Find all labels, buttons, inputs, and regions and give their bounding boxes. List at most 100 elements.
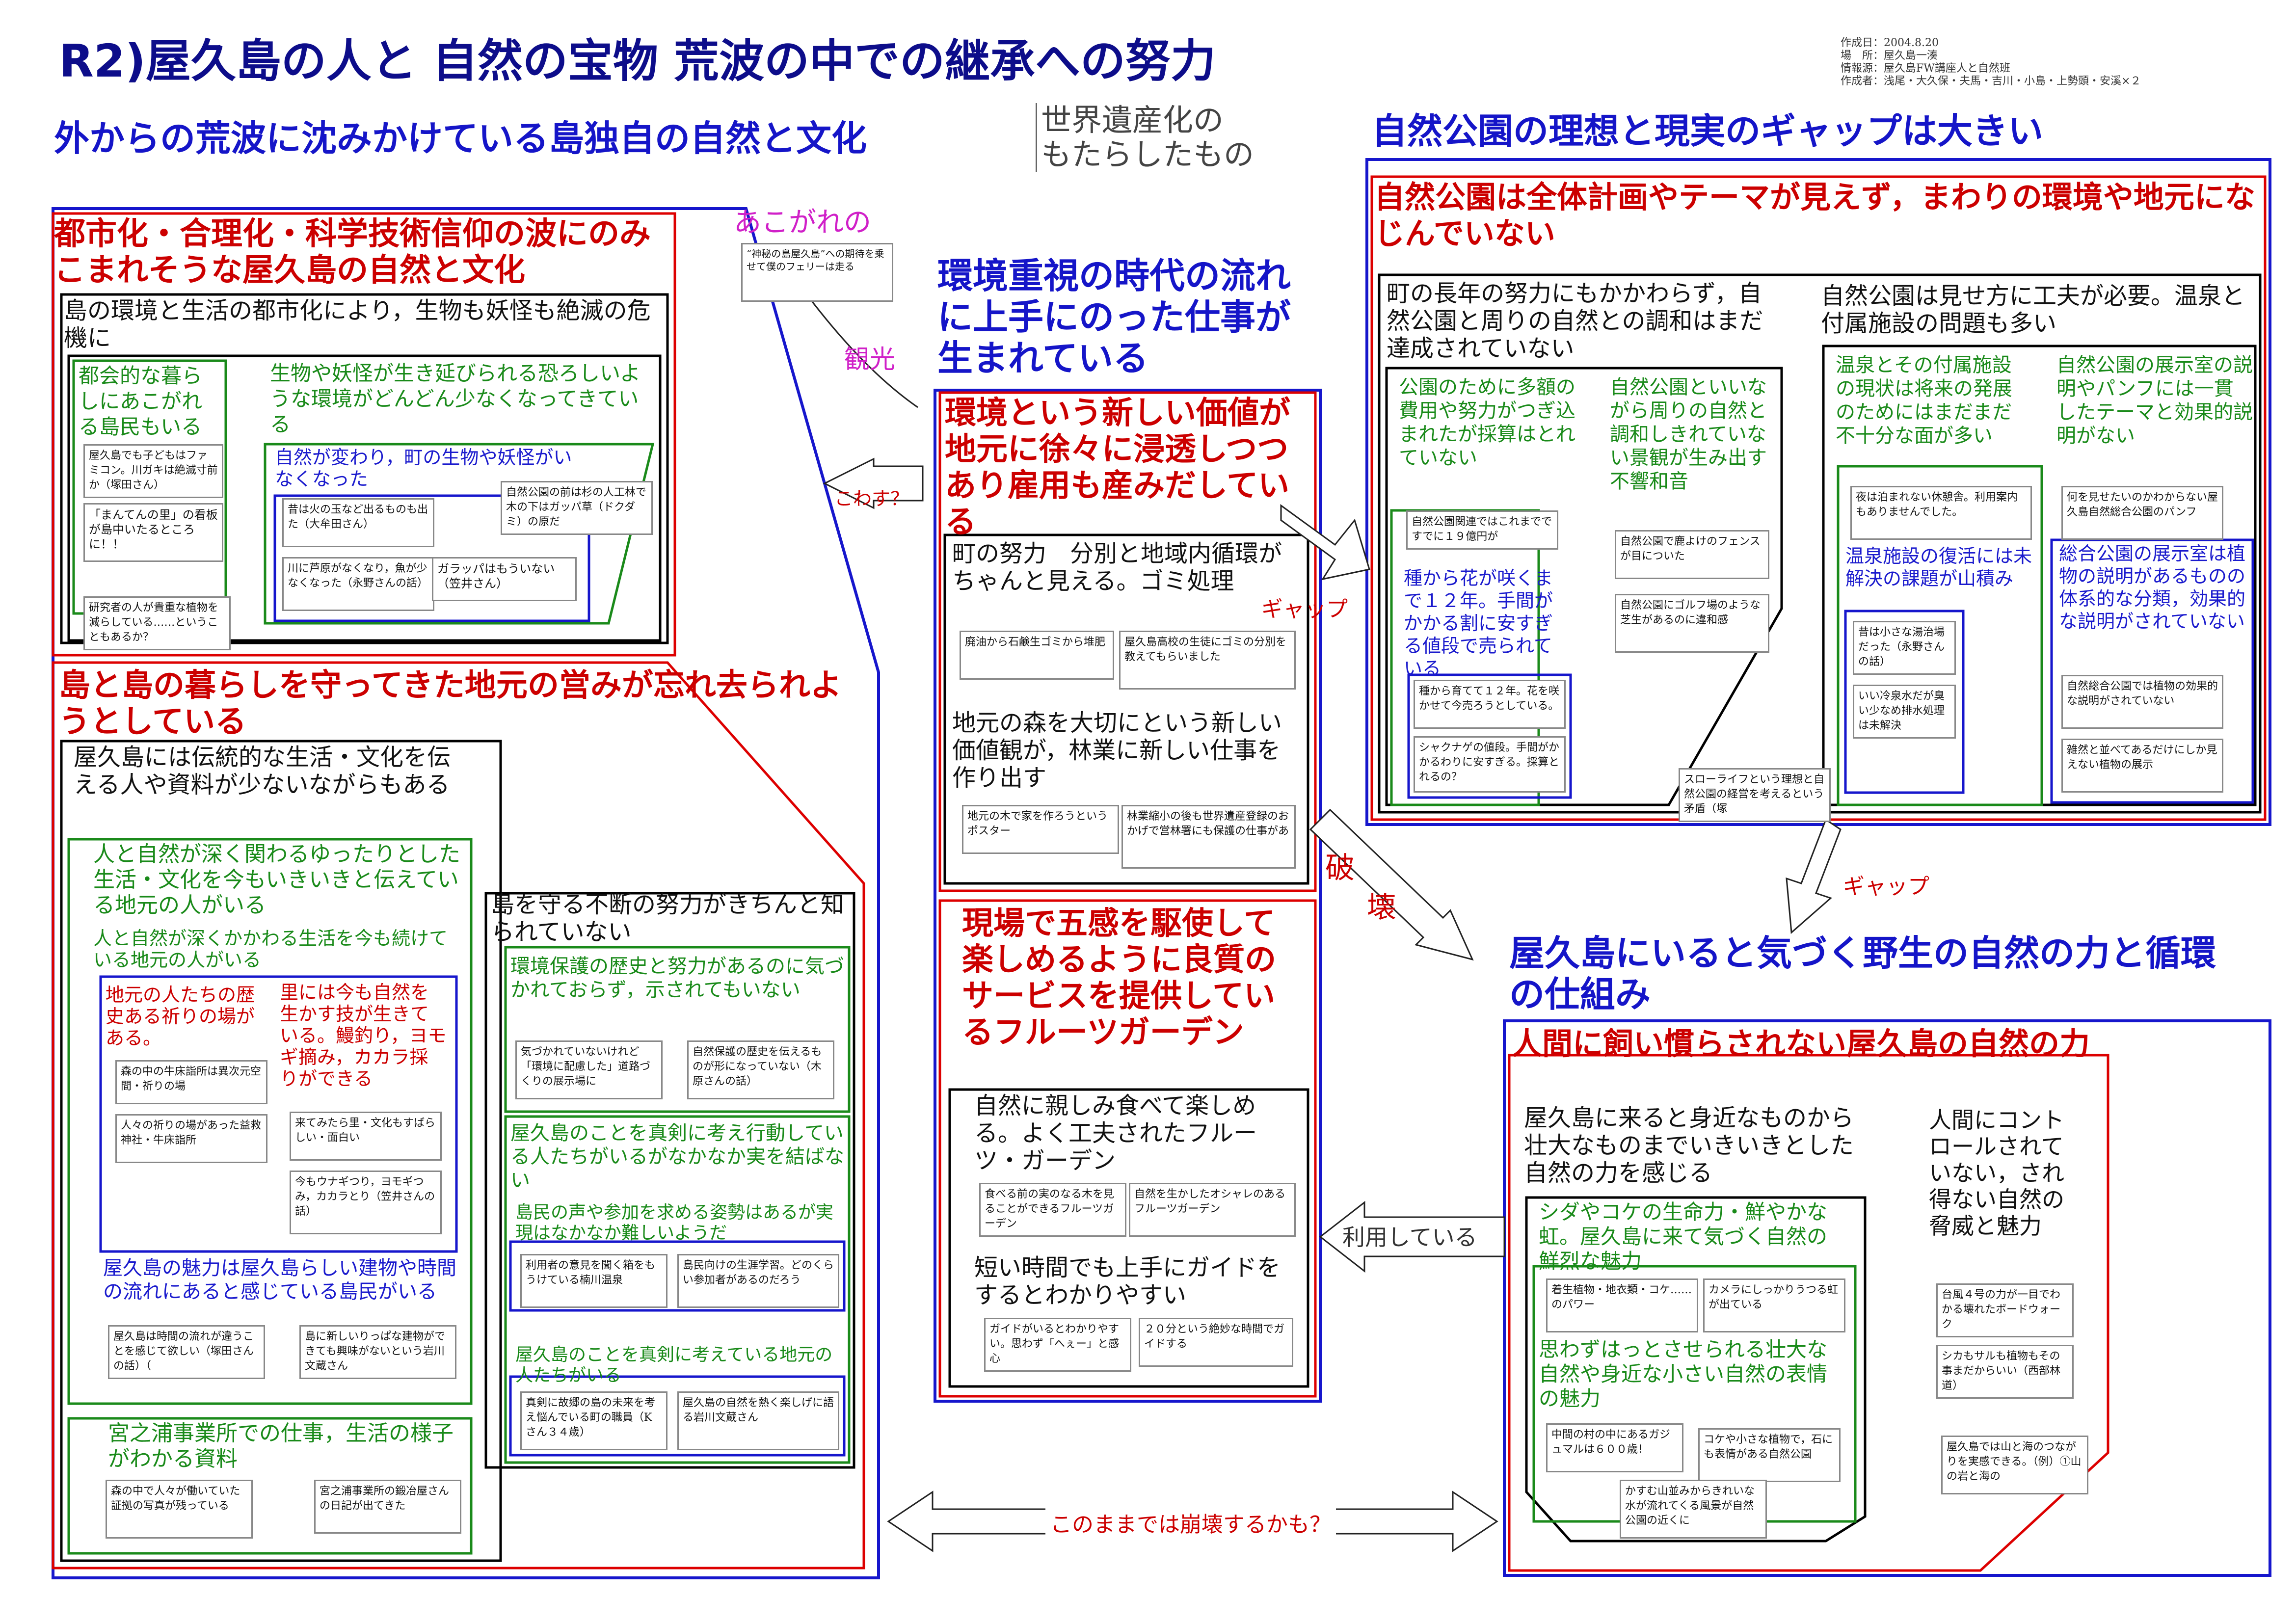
left-a-g1-card2: 「まんてんの里」の看板が島中いたるところに！！	[83, 503, 223, 562]
label-hakai-1: 破	[1325, 851, 1355, 885]
right-top-g4b: 総合公園の展示室は植物の説明があるものの体系的な分類，効果的な説明がされていない	[2059, 543, 2246, 632]
card-shinpi: “神秘の島屋久島”への期待を乗せて僕のフェリーは走る	[741, 243, 893, 302]
left-b-k1: 環境保護の歴史と努力があるのに気づかれておらず，示されてもいない	[510, 955, 844, 1001]
right-bottom-g2-card2: コケや小さな植物で，石にも表情がある自然公園	[1698, 1428, 1841, 1482]
middle-a-s1-card2: 屋久島高校の生徒にゴミの分別を教えてもらいました	[1119, 631, 1296, 690]
label-gap1: ギャップ	[1261, 597, 1348, 622]
middle-b-s2-card2: ２０分という絶妙な時間でガイドする	[1139, 1318, 1293, 1367]
right-top-g1b-card2: シャクナゲの値段。手間がかかるわりに安すぎる。採算とれるの？	[1414, 736, 1566, 793]
middle-b-s1-card2: 自然を生かしたオシャレのあるフルーツガーデン	[1129, 1183, 1296, 1237]
left-a-g1: 都会的な暮らしにあこがれる島民もいる	[79, 364, 203, 439]
arrow-riyou	[1319, 1200, 1505, 1273]
right-bottom-g1-card2: カメラにしっかりうつる虹が出ている	[1703, 1278, 1845, 1332]
left-b-g1: 人と自然が深く関わるゆったりとした生活・文化を今もいきいきと伝えている地元の人が…	[93, 842, 460, 918]
right-top-g3: 温泉とその付属施設の現状は将来の発展のためにはまだまだ不十分な面が多い	[1836, 354, 2012, 447]
right-bottom-g2: 思わずはっとさせられる壮大な自然や身近な小さい自然の表情の魅力	[1539, 1337, 1828, 1411]
right-bottom-sea-card: 屋久島では山と海のつながりを実感できる。（例）①山の岩と海の	[1941, 1436, 2088, 1494]
lb-blue1	[99, 975, 458, 1253]
rt-black-r	[1822, 345, 2257, 806]
left-b-right-heading: 島を守る不断の努力がきちんと知られていない	[491, 891, 845, 946]
left-b-g2-card2: 島に新しいりっぱな建物ができても興味がないという岩川文蔵さん	[299, 1325, 456, 1379]
rt-blue1	[1407, 673, 1572, 799]
lb-green2	[67, 1417, 473, 1555]
middle-a-s2: 地元の森を大切にという新しい価値観が，林業に新しい仕事を作り出す	[952, 709, 1282, 792]
middle-a-s2-card2: 林業縮小の後も世界遺産登録のおかげで営林署にも保護の仕事があ	[1121, 805, 1296, 869]
left-b-heading: 島と島の暮らしを守ってきた地元の営みが忘れ去られようとしている	[59, 667, 842, 740]
right-top-g4b-card2: 雑然と並べてあるだけにしか見えない植物の展示	[2061, 739, 2223, 793]
left-b-r2-card2: 今もウナギつり，ヨモギつみ，カカラとり（笠井さんの話）	[290, 1171, 442, 1234]
right-top-frame	[1365, 158, 2271, 826]
left-b-g3-card2: 宮之浦事業所の鍛冶屋さんの日記が出てきた	[314, 1480, 461, 1534]
right-top-s1: 町の長年の努力にもかかわらず，自然公園と周りの自然との調和はまだ達成されていない	[1387, 280, 1763, 362]
label-houkai: このままでは崩壊するかも？	[1045, 1507, 1336, 1538]
left-b-g3: 宮之浦事業所での仕事，生活の様子がわかる資料	[108, 1421, 454, 1471]
left-title: 外からの荒波に沈みかけている島独自の自然と文化	[54, 118, 867, 159]
right-top-g4-card1: 何を見せたいのかわからない屋久島自然総合公園のパンフ	[2061, 486, 2223, 540]
middle-frame	[934, 389, 1322, 1403]
left-a-g3-card2: 川に芦原がなくなり，魚が少なくなった（永野さんの話）	[282, 557, 434, 611]
left-b-k2a: 島民の声や参加を求める姿勢はあるが実現はなかなか難しいようだ	[515, 1202, 834, 1243]
left-b-g3-card1: 森の中で人々が働いていた証拠の写真が残っている	[106, 1480, 253, 1539]
right-top-g2-card2: 自然公園にゴルフ場のような芝生があるのに違和感	[1615, 594, 1769, 653]
lb-green3	[504, 946, 851, 1113]
rb-green	[1532, 1265, 1857, 1523]
label-hakai-2: 壊	[1367, 890, 1396, 925]
right-slowlife-card: スローライフという理想と自然公園の経営を考えるという矛盾（塚	[1679, 768, 1831, 822]
arrow-hakai	[1309, 808, 1474, 961]
arrow-gap2	[1786, 818, 1842, 934]
left-b-r2: 里には今も自然を生かす技が生きている。鰻釣り，ヨモギ摘み，カカラ採りができる	[280, 982, 447, 1090]
left-b-red	[52, 661, 865, 1570]
rt-black	[1378, 273, 2262, 814]
left-b-g1a: 人と自然が深くかかわる生活を今も続けている地元の人がいる	[93, 928, 448, 971]
right-bottom-s2-card2: シカもサルも植物もその事まだからいい（西部林道）	[1936, 1345, 2074, 1399]
arrow-gap1	[1280, 504, 1370, 581]
rb-red	[1508, 1054, 2109, 1572]
middle-b-s1: 自然に親しみ食べて楽しめる。よく工夫されたフルーツ・ガーデン	[974, 1092, 1257, 1174]
right-top-g3-card1: 夜は泊まれない休憩舎。利用案内もありませんでした。	[1850, 486, 2032, 540]
la-blue	[273, 494, 590, 622]
left-b-g2-card1: 屋久島は時間の流れが違うことを感じて欲しい（塚田さんの話）（	[108, 1325, 265, 1379]
left-a-card-research: 研究者の人が貴重な植物を減らしている……ということもあるか？	[83, 596, 231, 650]
left-b-k2a-card1: 利用者の意見を聞く箱をもうけている楠川温泉	[520, 1254, 667, 1308]
left-b-k1-card1: 気づかれていないけれど「環境に配慮した」道路づくりの展示場に	[515, 1040, 663, 1099]
right-top-g1: 公園のために多額の費用や努力がつぎ込まれたが採算はとれていない	[1399, 376, 1575, 469]
right-bottom-title: 屋久島にいると気づく野生の自然の力と循環の仕組み	[1509, 932, 2216, 1015]
right-top-g2: 自然公園といいながら周りの自然と調和しきれていない景観が生み出す不響和音	[1610, 376, 1767, 493]
right-top-g1b-card1: 種から育てて１２年。花を咲かせて今売ろうとしている。	[1414, 680, 1566, 729]
right-bottom-g1-card1: 着生植物・地衣類・コケ……のパワー	[1546, 1278, 1698, 1332]
rt-red	[1370, 175, 2267, 821]
header-subtitle: 世界遺産化の もたらしたもの	[1036, 103, 1254, 172]
right-bottom-s2-card1: 台風４号の力が一目でわかる壊れたボードウォーク	[1936, 1283, 2074, 1337]
left-a-card-park: 自然公園の前は杉の人工林で木の下はガッパ草（ドクダミ）の原だ	[501, 481, 653, 535]
right-top-g1b: 種から花が咲くまで１２年。手間がかかる割に安すぎる値段で売られている	[1404, 567, 1553, 679]
left-b-r1-card1: 森の中の牛床詣所は異次元空間・祈りの場	[115, 1060, 267, 1104]
arrow-kowasu	[823, 457, 924, 509]
mid-a-black	[943, 533, 1309, 885]
left-b-k2: 屋久島のことを真剣に考え行動している人たちがいるがなかなか実を結ばない	[510, 1122, 844, 1192]
left-b-k2b: 屋久島のことを真剣に考えている地元の人たちがいる	[515, 1345, 833, 1385]
right-bottom-g2-card3: かすむ山並みからきれいな水が流れてくる風景が自然公園の近くに	[1620, 1480, 1767, 1539]
rt-black-l	[1385, 367, 1783, 806]
left-a-g1-card1: 屋久島でも子どもはファミコン。川ガキは絶滅寸前か（塚田さん）	[83, 444, 223, 498]
rt-blue3	[2050, 538, 2254, 804]
middle-a-s2-card1: 地元の木で家を作ろうというポスター	[962, 805, 1119, 854]
label-riyou: 利用している	[1342, 1224, 1477, 1251]
left-b-k2a-card2: 島民向けの生涯学習。どのくらい参加者があるのだろう	[677, 1254, 839, 1308]
left-b-r2-card1: 来てみたら里・文化もすばらしい・面白い	[290, 1112, 442, 1161]
left-a-sub: 島の環境と生活の都市化により，生物も妖怪も絶滅の危機に	[64, 297, 651, 352]
right-bottom-g2-card1: 中間の村の中にあるガジュマルは６００歳！	[1546, 1423, 1683, 1472]
page-title: R2)屋久島の人と 自然の宝物 荒波の中での継承への努力	[59, 35, 1216, 87]
left-a-heading: 都市化・合理化・科学技術信仰の波にのみこまれそうな屋久島の自然と文化	[54, 216, 651, 289]
left-b-k2b-card1: 真剣に故郷の島の未来を考え悩んでいる町の職員（Kさん３４歳）	[520, 1391, 667, 1450]
right-top-g3b-card1: 昔は小さな湯治場だった（永野さんの話）	[1853, 621, 1956, 675]
right-top-title: 自然公園の理想と現実のギャップは大きい	[1372, 110, 2044, 152]
middle-a-heading: 環境という新しい価値が地元に徐々に浸透しつつあり雇用も産みだしている	[945, 395, 1290, 540]
middle-title: 環境重視の時代の流れに上手にのった仕事が生まれている	[937, 255, 1291, 379]
label-gap2: ギャップ	[1843, 874, 1929, 899]
middle-a-s1: 町の努力 分別と地域内循環がちゃんと見える。ゴミ処理	[952, 540, 1282, 595]
middle-b-s1-card1: 食べる前の実のなる木を見ることができるフルーツガーデン	[979, 1183, 1126, 1237]
left-b-sub: 屋久島には伝統的な生活・文化を伝える人や資料が少ないながらもある	[74, 744, 451, 799]
rt-green2	[1837, 465, 2043, 806]
la-green2	[264, 443, 655, 625]
lb-green1	[67, 838, 473, 1405]
